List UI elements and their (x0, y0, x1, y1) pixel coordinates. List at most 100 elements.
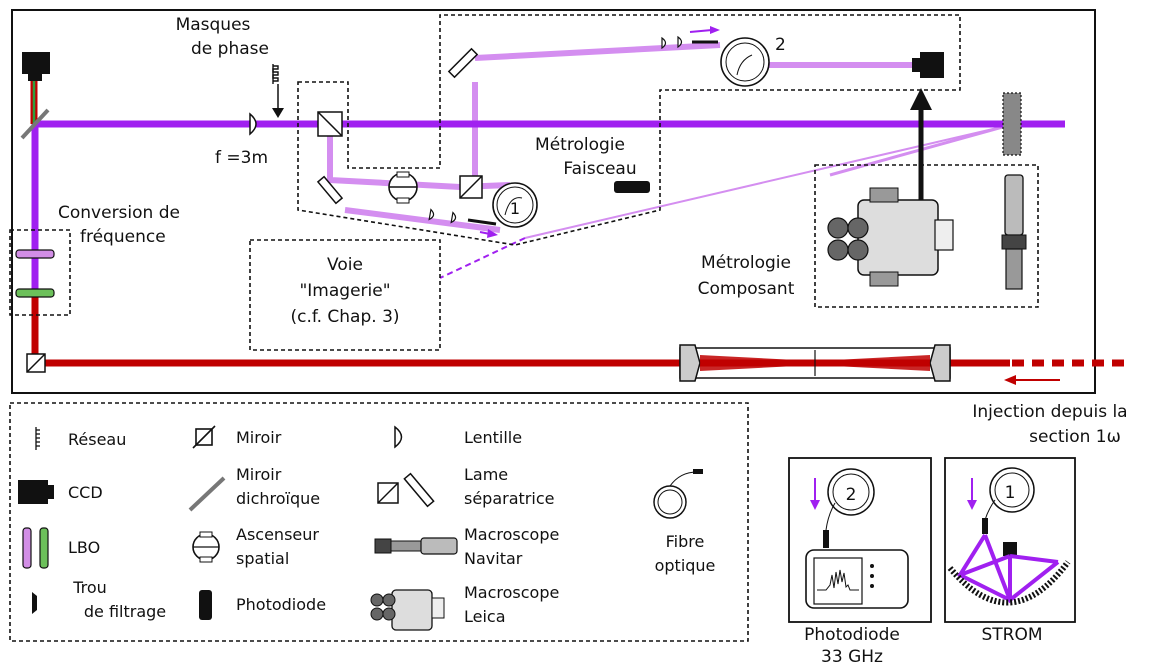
inset-strom-frame (944, 457, 1076, 623)
legend-photodiode-icon (199, 590, 212, 620)
black-arrowhead (910, 88, 932, 110)
legend-navitar-icon (374, 537, 458, 555)
legend-photodiode: Photodiode (236, 595, 326, 614)
injection-label-1: Injection depuis la (972, 402, 1127, 422)
mask-arrowhead (272, 108, 284, 118)
fiber-1-label: 1 (510, 199, 520, 218)
navitar-macroscope (1001, 174, 1027, 290)
inset-strom-connector (982, 518, 988, 534)
voie-label-1: Voie (327, 255, 363, 275)
inset-strom-rays (957, 533, 1060, 604)
legend-reseau: Réseau (68, 430, 126, 449)
inset-strom-fiber-label: 1 (1005, 483, 1016, 503)
main-frame (11, 9, 1096, 394)
legend-lbo: LBO (68, 538, 100, 557)
legend-dichroic-icon (188, 476, 226, 512)
legend-fibre-icon (653, 469, 703, 519)
ccd-topleft-mount (28, 74, 42, 81)
legend-lentille-icon (394, 425, 403, 449)
beamsplitter-metro (459, 175, 483, 199)
inset-photodiode-frame (788, 457, 932, 623)
legend-ccd-mount (48, 485, 54, 499)
legend-leica-2: Leica (464, 607, 506, 626)
inset-strom-detector (1003, 542, 1017, 556)
violet-arrowhead-bottom (487, 229, 498, 238)
legend-ccd-icon (18, 480, 48, 504)
metrologie-faisceau-region (297, 14, 961, 246)
dichroic-mirror (20, 108, 50, 140)
legend-navitar-1: Macroscope (464, 525, 559, 544)
legend-lentille: Lentille (464, 428, 522, 447)
inset-strom-violet-arrowhead (967, 500, 977, 510)
inset-strom-fiber (984, 467, 1035, 521)
legend-ascenseur-1: Ascenseur (236, 525, 319, 544)
violet-arrowhead-top (710, 26, 720, 34)
lens-f3m (249, 112, 257, 136)
masques-label-2: de phase (191, 39, 269, 59)
legend-trou-1: Trou (72, 578, 107, 597)
fiber-coil-2 (720, 37, 770, 87)
legend-trou-2: de filtrage (84, 602, 166, 621)
fiber1-lens-b (450, 211, 457, 224)
legend-box (9, 402, 749, 642)
fiber-2-label: 2 (775, 35, 786, 55)
inset-photodiode-violet-arrowhead (810, 500, 820, 510)
inset-oscilloscope (805, 549, 909, 609)
legend-ascenseur-2: spatial (236, 549, 289, 568)
inset-photodiode-caption-2: 33 GHz (821, 647, 883, 664)
legend-lbo-violet (22, 527, 32, 569)
lbo-violet-crystal (15, 249, 55, 259)
dashed-regions (9, 14, 1039, 642)
legend-fibre-1: Fibre (666, 532, 705, 551)
conversion-box (9, 229, 71, 316)
metro-faisceau-label-1: Métrologie (535, 135, 625, 155)
inset-strom-caption: STROM (981, 625, 1042, 645)
legend-ascenseur-icon (192, 531, 220, 563)
injection-label-2: section 1ω (1029, 427, 1121, 447)
metrologie-composant-box (814, 164, 1039, 308)
fiber-coil-1 (492, 182, 538, 228)
fiber1-connector (467, 218, 497, 226)
fiber2-lens-b (677, 35, 683, 49)
filter-cavity (679, 344, 951, 382)
focal-label: f =3m (215, 148, 268, 168)
beamsplitter-main (317, 111, 343, 137)
legend-ccd: CCD (68, 483, 103, 502)
mirror-metro-top (447, 47, 479, 79)
conversion-label-1: Conversion de (58, 203, 180, 223)
red-injection-arrowhead (1004, 375, 1016, 385)
inset-photodiode-connector (823, 530, 829, 548)
legend-lame-1: Lame (464, 465, 508, 484)
legend-trou-icon (32, 592, 37, 614)
inset-photodiode-fiber-label: 2 (846, 485, 857, 505)
plate-splitter-lower (316, 175, 344, 205)
inset-photodiode-caption-1: Photodiode (804, 625, 900, 645)
photodiode-metro (614, 181, 650, 193)
legend-dichroique-2: dichroïque (236, 489, 320, 508)
voie-imagerie-box (249, 239, 441, 351)
metro-composant-label-1: Métrologie (701, 253, 791, 273)
legend-dichroique-1: Miroir (236, 465, 282, 484)
masques-label-1: Masques (176, 15, 251, 35)
metro-faisceau-label-2: Faisceau (563, 159, 636, 179)
legend-leica-icon (370, 589, 445, 631)
fiber1-lens-a (428, 208, 435, 221)
legend-miroir: Miroir (236, 428, 282, 447)
periscope (388, 171, 418, 204)
leica-macroscope (827, 187, 954, 287)
voie-label-3: (c.f. Chap. 3) (290, 307, 399, 327)
inset-photodiode-fiber (825, 468, 875, 531)
voie-label-2: "Imagerie" (299, 281, 390, 301)
attenuator-block (1002, 92, 1022, 156)
fiber2-lens-a (661, 36, 667, 50)
legend-lame-icon (377, 472, 435, 508)
lbo-green-crystal (15, 288, 55, 298)
legend-reseau-icon (35, 427, 40, 450)
legend-lame-2: séparatrice (464, 489, 554, 508)
inset-strom-grating-arc (947, 560, 1071, 606)
imaging-beam (524, 124, 1011, 239)
mirror-bottomleft (26, 353, 46, 373)
legend-lbo-green (39, 527, 49, 569)
